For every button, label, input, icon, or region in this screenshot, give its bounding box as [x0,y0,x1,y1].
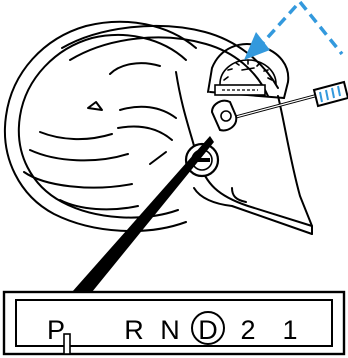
instrument-panel [62,26,312,234]
cluster-gear-indicator [215,85,265,95]
steering-wheel [5,22,196,231]
gear-label-d: D [198,315,218,345]
gear-label-n: N [160,315,180,345]
dashed-arrow-icon [244,2,342,60]
adjuster-clip-icon [212,101,236,131]
gear-label-p: P [47,315,65,345]
shift-indicator-panel: P R N D 2 1 [4,292,344,354]
gear-label-1: 1 [282,315,297,345]
pointer-needle-icon [64,334,70,354]
gear-label-r: R [124,315,144,345]
gear-label-2: 2 [240,315,255,345]
